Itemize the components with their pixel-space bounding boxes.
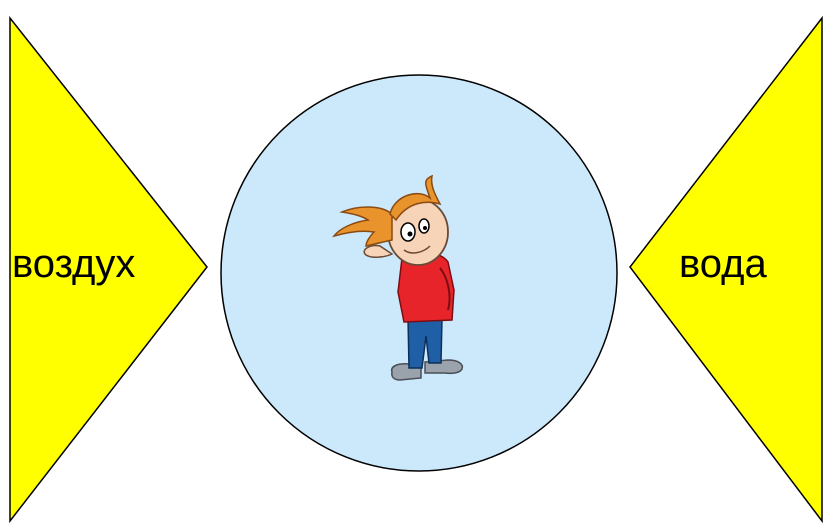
water-label: вода bbox=[679, 244, 767, 284]
right-pupil bbox=[423, 226, 427, 230]
air-label: воздух bbox=[12, 244, 135, 284]
left-pupil bbox=[408, 232, 413, 237]
right-eye bbox=[419, 219, 429, 233]
left-eye bbox=[401, 223, 415, 241]
